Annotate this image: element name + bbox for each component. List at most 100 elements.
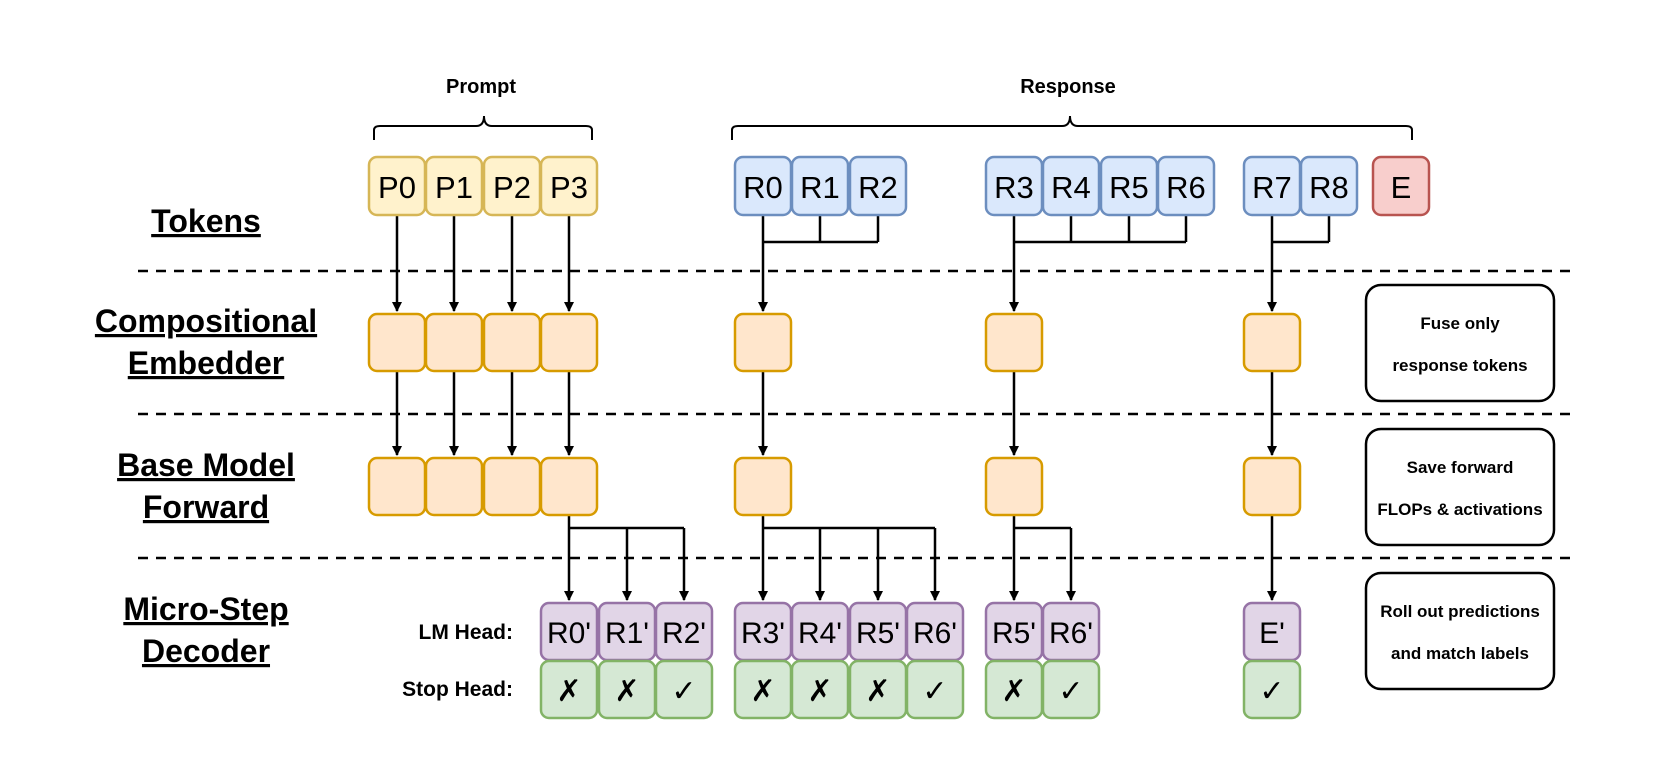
row-label-decoder-line1: Micro-Step <box>123 591 288 627</box>
note-line: Fuse only <box>1420 314 1500 333</box>
row-label-tokens: Tokens <box>151 203 261 239</box>
forward-block <box>424 456 484 517</box>
embedder-block <box>1242 312 1302 373</box>
token-label: R4 <box>1051 170 1091 205</box>
stop-mark-4: ✗ <box>733 659 793 720</box>
prediction-r0p: R0' <box>539 601 599 662</box>
prediction-label: R0' <box>547 617 591 650</box>
row-label-forward-line1: Base Model <box>117 447 295 483</box>
prediction-r5p: R5' <box>848 601 908 662</box>
embedder-block <box>733 312 793 373</box>
note-line: Save forward <box>1407 458 1514 477</box>
stop-mark-label: ✓ <box>671 675 696 708</box>
response-header: Response <box>1020 76 1116 98</box>
prompt-brace <box>373 115 593 140</box>
note-decoder: Roll out predictions and match labels <box>1364 571 1556 691</box>
token-label: R1 <box>800 170 840 205</box>
embedder-block <box>539 312 599 373</box>
prediction-label: R6' <box>1049 617 1093 650</box>
prediction-r6p: R6' <box>905 601 965 662</box>
prediction-label: R4' <box>798 617 842 650</box>
stop-mark-10: ✓ <box>1242 659 1302 720</box>
row-label-embedder-line2: Embedder <box>128 345 284 381</box>
prediction-r4p: R4' <box>790 601 850 662</box>
token-r6: R6 <box>1156 155 1216 217</box>
token-r8: R8 <box>1299 155 1359 217</box>
stop-mark-7: ✓ <box>905 659 965 720</box>
prediction-label: R1' <box>605 617 649 650</box>
embedder-block <box>367 312 427 373</box>
stop-mark-9: ✓ <box>1041 659 1101 720</box>
stop-mark-label: ✗ <box>556 675 581 708</box>
token-r4: R4 <box>1041 155 1101 217</box>
note-forward: Save forward FLOPs & activations <box>1364 427 1556 547</box>
token-r3: R3 <box>984 155 1044 217</box>
token-label: P1 <box>435 170 473 205</box>
token-end: E <box>1371 155 1431 217</box>
prediction-label: R5' <box>856 617 900 650</box>
response-brace <box>731 115 1413 140</box>
prediction-label: R2' <box>662 617 706 650</box>
stop-head-label: Stop Head: <box>402 678 513 701</box>
prediction-label: R5' <box>992 617 1036 650</box>
stop-mark-2: ✗ <box>597 659 657 720</box>
token-r2: R2 <box>848 155 908 217</box>
prompt-header: Prompt <box>446 76 516 98</box>
token-p2: P2 <box>482 155 542 217</box>
token-r5: R5 <box>1099 155 1159 217</box>
stop-mark-label: ✗ <box>750 675 775 708</box>
stop-mark-5: ✗ <box>790 659 850 720</box>
forward-block <box>482 456 542 517</box>
stop-mark-8: ✗ <box>984 659 1044 720</box>
token-label: P0 <box>378 170 416 205</box>
embedder-block <box>482 312 542 373</box>
token-label: P3 <box>550 170 588 205</box>
token-p3: P3 <box>539 155 599 217</box>
prediction-ep: E' <box>1242 601 1302 662</box>
stop-mark-label: ✓ <box>1259 675 1284 708</box>
stop-mark-label: ✗ <box>614 675 639 708</box>
forward-block <box>539 456 599 517</box>
note-embedder: Fuse only response tokens <box>1364 283 1556 403</box>
note-line: Roll out predictions <box>1380 602 1540 621</box>
stop-mark-1: ✗ <box>539 659 599 720</box>
token-label: R7 <box>1252 170 1292 205</box>
token-label: R2 <box>858 170 898 205</box>
stop-mark-6: ✗ <box>848 659 908 720</box>
stop-mark-label: ✗ <box>807 675 832 708</box>
stop-mark-label: ✓ <box>922 675 947 708</box>
row-label-embedder-line1: Compositional <box>95 303 317 339</box>
embedder-blocks <box>367 312 1302 373</box>
stop-mark-3: ✓ <box>654 659 714 720</box>
prediction-r2p: R2' <box>654 601 714 662</box>
forward-block <box>367 456 427 517</box>
stop-mark-label: ✗ <box>865 675 890 708</box>
note-line: response tokens <box>1392 356 1527 375</box>
prediction-r3p: R3' <box>733 601 793 662</box>
token-label: E <box>1391 170 1412 205</box>
prediction-label: E' <box>1259 617 1285 650</box>
prediction-label: R3' <box>741 617 785 650</box>
token-label: R8 <box>1309 170 1349 205</box>
token-label: R5 <box>1109 170 1149 205</box>
token-r7: R7 <box>1242 155 1302 217</box>
stop-mark-label: ✗ <box>1001 675 1026 708</box>
token-p1: P1 <box>424 155 484 217</box>
token-label: R3 <box>994 170 1034 205</box>
token-label: P2 <box>493 170 531 205</box>
token-p0: P0 <box>367 155 427 217</box>
connectors <box>392 215 1331 601</box>
row-label-forward-line2: Forward <box>143 489 269 525</box>
prediction-r5p-2: R5' <box>984 601 1044 662</box>
embedder-block <box>984 312 1044 373</box>
token-r0: R0 <box>733 155 793 217</box>
note-line: FLOPs & activations <box>1377 500 1542 519</box>
prediction-label: R6' <box>913 617 957 650</box>
forward-block <box>984 456 1044 517</box>
forward-blocks <box>367 456 1302 517</box>
row-label-decoder-line2: Decoder <box>142 633 270 669</box>
note-line: and match labels <box>1391 644 1529 663</box>
token-label: R6 <box>1166 170 1206 205</box>
forward-block <box>733 456 793 517</box>
